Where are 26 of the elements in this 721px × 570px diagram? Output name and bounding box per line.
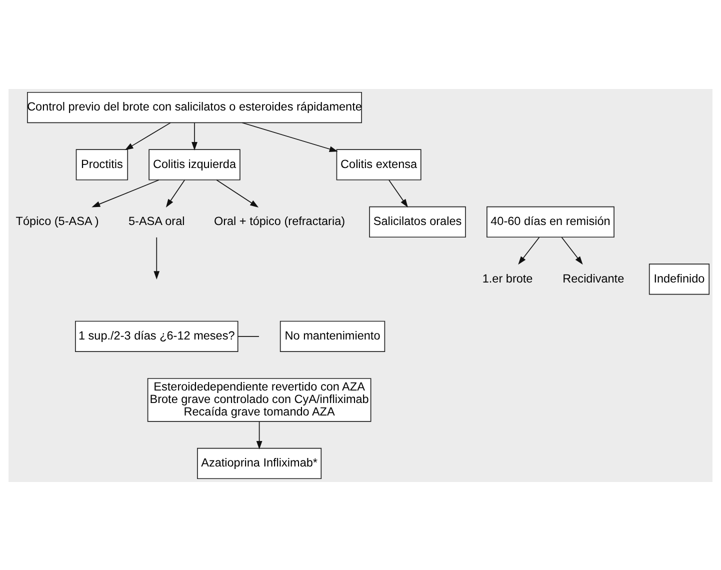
node-box: Indefinido [648, 263, 710, 294]
arrow [256, 420, 262, 449]
node-box: 40-60 días en remisión [486, 206, 614, 238]
arrow [124, 122, 171, 150]
node-box: Azatioprina Infliximab* [197, 447, 322, 479]
node-text: Recidivante [562, 272, 624, 285]
arrow [154, 236, 160, 280]
arrow [242, 122, 338, 152]
arrow [388, 179, 408, 207]
arrow [92, 179, 160, 207]
node-box: Colitis extensa [336, 148, 422, 180]
arrow [192, 122, 198, 150]
node-text: Oral + tópico (refractaria) [214, 214, 346, 228]
node-box: 1 sup./2-3 días ¿6-12 meses? [75, 320, 238, 352]
node-box: Salicilatos orales [369, 206, 466, 238]
node-text: Tópico (5-ASA ) [16, 214, 99, 228]
arrow [216, 179, 259, 207]
node-box: Esteroidedependiente revertido con AZA Brote grave controlado con CyA/infliximab Recaída grave tomando AZA [147, 378, 372, 422]
node-box: Colitis izquierda [148, 148, 240, 180]
arrow [166, 179, 185, 207]
node-box: Proctitis [76, 148, 128, 180]
arrow [561, 236, 583, 264]
node-box: No mantenimiento [280, 320, 386, 352]
arrow [518, 236, 540, 264]
node-text: 1.er brote [482, 272, 533, 285]
node-text: 5-ASA oral [128, 214, 185, 228]
